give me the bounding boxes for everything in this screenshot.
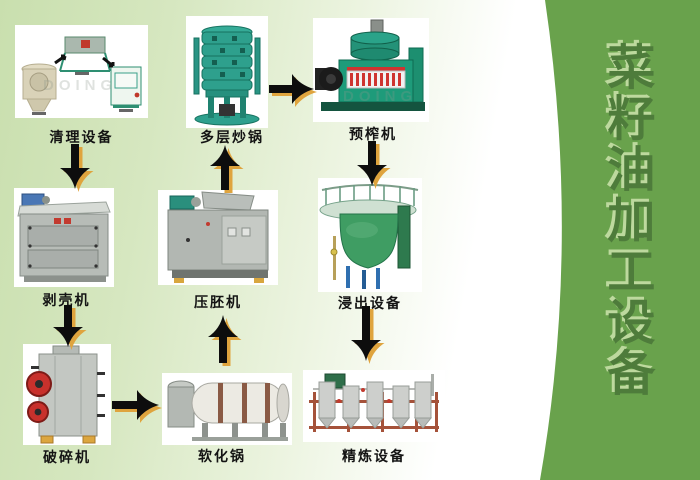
softener-image <box>162 373 292 445</box>
refinery-illustration <box>309 373 439 432</box>
label-extractor: 浸出设备 <box>338 296 402 312</box>
arrow-up-flaker-to-roaster <box>210 145 244 193</box>
softener-illustration <box>167 380 290 441</box>
label-crusher: 破碎机 <box>43 450 91 466</box>
arrow-right-roaster-to-prepress <box>269 74 317 107</box>
label-prepress: 预榨机 <box>349 127 397 143</box>
flaker-image <box>158 190 278 285</box>
crusher-image <box>23 344 111 445</box>
crusher-illustration <box>26 345 105 444</box>
huller-image <box>14 188 114 287</box>
roaster-image <box>186 16 268 128</box>
prepress-illustration <box>315 19 425 111</box>
refinery-image <box>303 370 445 442</box>
label-refinery: 精炼设备 <box>342 449 406 465</box>
arrow-down-prepress-to-extractor <box>357 141 391 189</box>
flaker-illustration <box>167 191 269 283</box>
arrow-down-cleaning-to-huller <box>60 144 94 192</box>
label-cleaning: 清理设备 <box>49 130 114 146</box>
label-softener: 软化锅 <box>198 449 246 465</box>
arrow-up-softener-to-flaker <box>208 315 242 366</box>
label-flaker: 压胚机 <box>194 295 242 311</box>
arrow-right-crusher-to-softener <box>112 390 162 423</box>
cleaning-equipment-illustration <box>21 36 142 115</box>
arrow-down-huller-to-crusher <box>53 305 87 350</box>
banner-title: 菜籽油加工设备 <box>598 42 655 399</box>
label-huller: 剥壳机 <box>42 293 91 309</box>
extractor-illustration <box>319 184 419 289</box>
roaster-illustration <box>193 25 261 126</box>
extractor-image <box>318 178 422 292</box>
huller-illustration <box>17 193 111 282</box>
arrow-down-extractor-to-refinery <box>351 306 385 364</box>
label-roaster: 多层炒锅 <box>200 130 264 146</box>
